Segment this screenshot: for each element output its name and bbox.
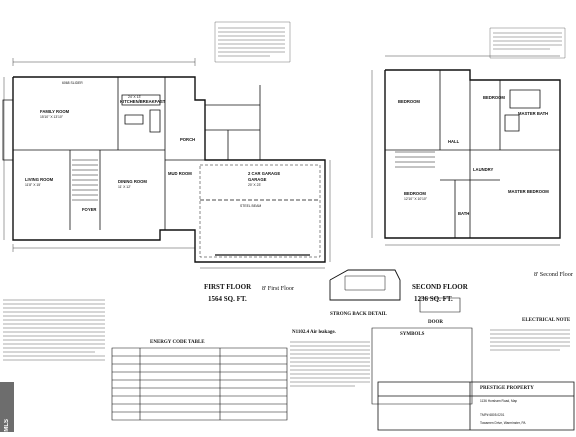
garage-dim: 20' X 23' <box>248 183 261 187</box>
company-name: PRESTIGE PROPERTY <box>480 386 534 391</box>
hall-label: HALL <box>448 139 460 144</box>
bedroom-c-label: BEDROOM <box>404 191 426 196</box>
kitchen-label: KITCHEN/BREAKFAST <box>120 99 166 104</box>
energy-code-table <box>112 348 287 420</box>
title-block <box>378 382 574 430</box>
bedroom-c-dim: 12'10" X 10'10" <box>404 197 427 201</box>
strong-back-detail <box>330 270 400 300</box>
kitchen-dim: 24' X 13' <box>128 95 141 99</box>
dining-room-dim: 11' X 12' <box>118 185 131 189</box>
first-floor-outline <box>13 77 325 262</box>
mls-badge: MLS <box>0 382 14 432</box>
family-room-dim: 15'10" X 13'10" <box>40 115 63 119</box>
strong-back-title: STRONG BACK DETAIL <box>330 312 387 317</box>
family-room-label: FAMILY ROOM <box>40 109 70 114</box>
living-room-label: LIVING ROOM <box>25 177 54 182</box>
master-bath-label: MASTER BATH <box>518 111 549 116</box>
door-title: DOOR <box>428 320 443 325</box>
second-floor-ceiling: 8' Second Floor <box>534 271 573 278</box>
two-car-garage-label: 2 CAR GARAGE <box>248 171 281 176</box>
slider-label: 6068 SLIDER <box>62 81 83 85</box>
symbols-title: SYMBOLS <box>400 332 425 337</box>
electrical-title: ELECTRICAL NOTE <box>522 318 571 323</box>
laundry-label: LAUNDRY <box>473 167 494 172</box>
project-location: Towamen Drive, Warminster, PA <box>480 421 526 425</box>
second-floor-sqft: 1236 SQ. FT. <box>414 295 453 303</box>
project-number: TMP# 6805.0201 <box>480 413 505 417</box>
second-floor-outline <box>385 70 560 238</box>
first-floor-ceiling: 8' First Floor <box>262 285 295 292</box>
company-address: 1136 Horsham Road, Map <box>480 399 518 403</box>
symbols-legend-box <box>372 328 472 404</box>
bedroom-b-label: BEDROOM <box>483 95 505 100</box>
garage-label: GARAGE <box>248 177 267 182</box>
mudroom-label: MUD ROOM <box>168 171 192 176</box>
living-room-dim: 11'8" X 15' <box>25 183 41 187</box>
energy-table-title: ENERGY CODE TABLE <box>150 340 205 345</box>
bedroom-a-label: BEDROOM <box>398 99 420 104</box>
mls-badge-label: MLS <box>4 419 10 432</box>
first-floor-sqft: 1564 SQ. FT. <box>208 295 247 303</box>
master-bedroom-label: MASTER BEDROOM <box>508 189 549 194</box>
bath-label: BATH <box>458 211 470 216</box>
second-floor-title: SECOND FLOOR <box>412 283 468 291</box>
porch-label: PORCH <box>180 137 196 142</box>
dining-room-label: DINING ROOM <box>118 179 147 184</box>
foyer-label: FOYER <box>82 207 97 212</box>
first-floor-title: FIRST FLOOR <box>204 283 252 291</box>
steel-beam-label: STEEL BEAM <box>240 204 262 208</box>
air-leakage-title: N1102.4 Air leakage. <box>292 330 336 335</box>
